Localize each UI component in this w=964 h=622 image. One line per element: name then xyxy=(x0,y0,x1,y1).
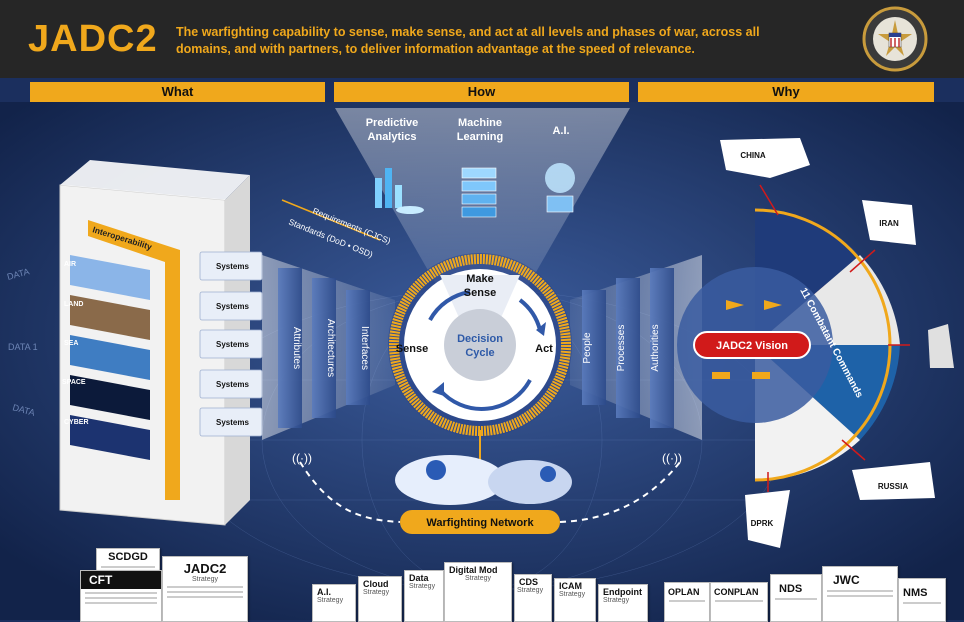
doc-jadc2-strategy[interactable]: JADC2 Strategy xyxy=(162,556,248,622)
pillar-interfaces: Interfaces xyxy=(359,326,370,370)
pillar-processes: Processes xyxy=(616,325,627,372)
doc-cloud-strategy[interactable]: Cloud Strategy xyxy=(358,576,402,622)
doc-cds-strategy[interactable]: CDS Strategy xyxy=(514,574,552,622)
doc-cloud-sub: Strategy xyxy=(363,589,390,596)
doc-scdgd-title: SCDGD xyxy=(108,551,148,563)
jadc2-vision-label: JADC2 Vision xyxy=(716,340,788,352)
header-bar: JADC2 The warfighting capability to sens… xyxy=(0,0,964,78)
doc-conplan-title: CONPLAN xyxy=(714,587,759,597)
ai-brain-chip-icon xyxy=(545,163,575,213)
country-dprk: DPRK xyxy=(751,519,774,528)
pillar-authorities: Authorities xyxy=(650,324,661,371)
domain-land: LAND xyxy=(64,301,83,308)
data-stream-label-2: DATA 1 xyxy=(8,342,38,352)
pillar-attributes: Attributes xyxy=(291,327,302,369)
left-pillars: Attributes Architectures Interfaces xyxy=(278,268,370,428)
warfighting-network: Warfighting Network ((·)) ((·)) xyxy=(292,430,682,534)
network-label: Warfighting Network xyxy=(426,517,534,529)
cycle-make-line2: Sense xyxy=(464,287,496,299)
pillar-architectures: Architectures xyxy=(325,319,336,377)
doc-jadc2-sub: Strategy xyxy=(191,576,219,583)
doc-endpoint-sub: Strategy xyxy=(603,597,630,604)
doc-cds-title: CDS xyxy=(519,577,539,587)
domain-air: AIR xyxy=(64,261,76,268)
wifi-left-icon: ((·)) xyxy=(292,451,312,465)
doc-digitalmod-title: Digital Mod xyxy=(449,565,498,575)
country-iran: IRAN xyxy=(879,219,899,228)
doc-digital-mod-strategy[interactable]: Digital Mod Strategy xyxy=(444,562,512,622)
cycle-center-line2: Cycle xyxy=(465,347,494,359)
country-russia: RUSSIA xyxy=(878,482,908,491)
soldier-icon xyxy=(928,324,954,368)
tech-ml-line1: Machine xyxy=(458,117,502,129)
doc-icam-title: ICAM xyxy=(559,581,582,591)
doc-data-sub: Strategy xyxy=(409,583,436,590)
why-band: Why xyxy=(638,82,934,102)
doc-ai-sub: Strategy xyxy=(317,597,344,604)
tech-ml-line2: Learning xyxy=(457,131,503,143)
right-pillars: People Processes Authorities xyxy=(582,268,674,428)
jadc2-logo: JADC2 xyxy=(28,18,158,60)
what-section: Interoperability AIR LAND SEA SPACE CYBE… xyxy=(6,160,263,526)
cycle-make-line1: Make xyxy=(466,273,494,285)
doc-conplan[interactable]: CONPLAN xyxy=(710,582,768,622)
systems-label-3: Systems xyxy=(216,340,249,349)
doc-nds[interactable]: NDS xyxy=(770,574,822,622)
doc-endpoint-strategy[interactable]: Endpoint Strategy xyxy=(598,584,648,622)
tank-icon xyxy=(712,372,770,379)
doc-nms[interactable]: NMS xyxy=(898,578,946,622)
doc-cft[interactable]: CFT xyxy=(80,570,162,622)
cycle-act: Act xyxy=(535,343,553,355)
how-band: How xyxy=(334,82,629,102)
systems-label-4: Systems xyxy=(216,380,249,389)
joint-chiefs-seal-icon xyxy=(862,6,928,72)
lock-icon xyxy=(426,460,446,480)
country-china: CHINA xyxy=(740,151,766,160)
doc-oplan-title: OPLAN xyxy=(668,587,700,597)
doc-jwc[interactable]: JWC xyxy=(822,566,898,622)
doc-icam-sub: Strategy xyxy=(559,591,586,598)
server-stack-icon xyxy=(461,167,497,218)
camera-icon xyxy=(540,466,556,482)
systems-label-2: Systems xyxy=(216,302,249,311)
domain-space: SPACE xyxy=(62,379,86,386)
doc-ai-strategy[interactable]: A.I. Strategy xyxy=(312,584,356,622)
domain-cyber: CYBER xyxy=(64,419,89,426)
tech-predictive-line1: Predictive xyxy=(366,117,419,129)
aircraft-icon xyxy=(726,300,782,310)
doc-jadc2-title: JADC2 xyxy=(183,561,227,576)
domain-sea: SEA xyxy=(64,340,78,347)
doc-icam-strategy[interactable]: ICAM Strategy xyxy=(554,578,596,622)
what-band: What xyxy=(30,82,325,102)
doc-oplan[interactable]: OPLAN xyxy=(664,582,710,622)
decision-cycle: Decision Cycle Make Sense Sense Act xyxy=(388,253,572,437)
doc-endpoint-title: Endpoint xyxy=(603,587,642,597)
tech-ai: A.I. xyxy=(552,125,569,137)
tech-predictive-line2: Analytics xyxy=(368,131,417,143)
pillar-people: People xyxy=(582,332,593,364)
doc-nds-title: NDS xyxy=(779,583,803,595)
wifi-right-icon: ((·)) xyxy=(662,451,682,465)
doc-cds-sub: Strategy xyxy=(517,587,544,594)
why-section: JADC2 Vision 11 Combatant Commands CHINA… xyxy=(677,138,954,548)
cycle-sense: Sense xyxy=(396,343,428,355)
tagline: The warfighting capability to sense, mak… xyxy=(176,25,760,56)
doc-data-title: Data xyxy=(409,573,429,583)
jadc2-diagram: Interoperability AIR LAND SEA SPACE CYBE… xyxy=(0,102,964,620)
doc-cft-title: CFT xyxy=(81,571,161,589)
systems-label-5: Systems xyxy=(216,418,249,427)
cycle-center-line1: Decision xyxy=(457,333,503,345)
doc-cloud-title: Cloud xyxy=(363,579,389,589)
systems-label-1: Systems xyxy=(216,262,249,271)
doc-data-strategy[interactable]: Data Strategy xyxy=(404,570,444,622)
analytics-chart-icon xyxy=(375,168,424,214)
doc-nms-title: NMS xyxy=(903,587,928,599)
doc-digitalmod-sub: Strategy xyxy=(464,575,492,582)
doc-jwc-title: JWC xyxy=(833,573,860,587)
doc-ai-title: A.I. xyxy=(317,587,332,597)
